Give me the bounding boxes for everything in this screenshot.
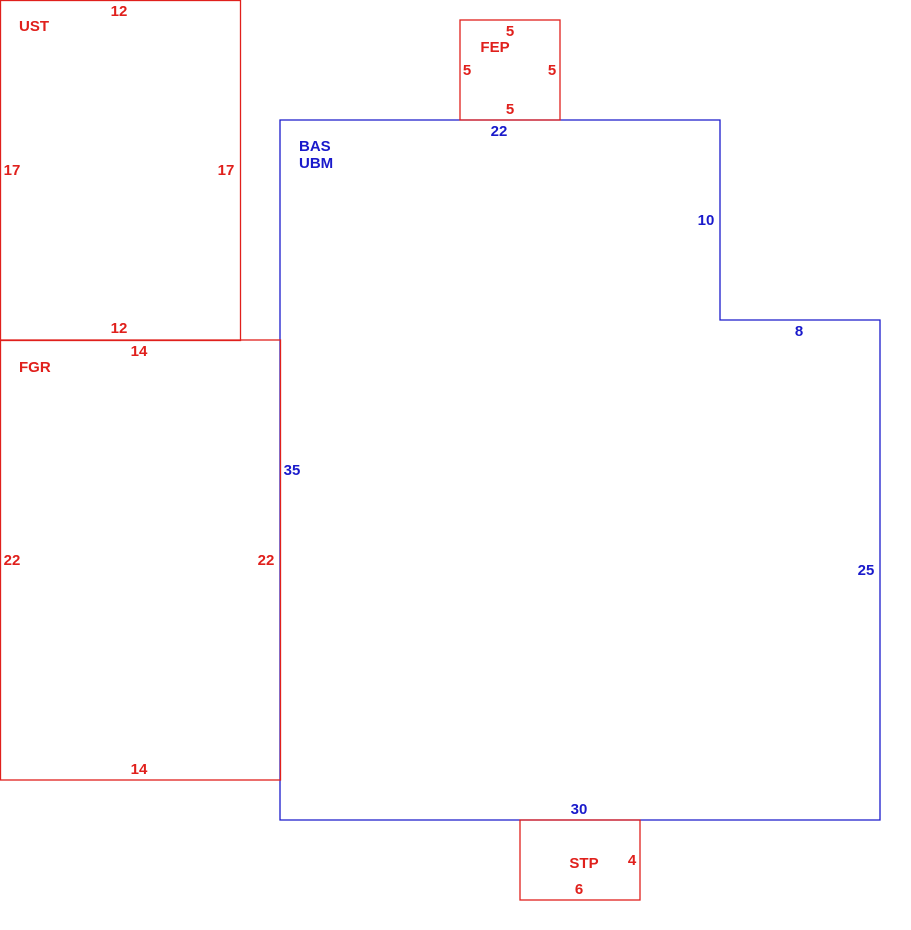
ust-dim-bottom: 12 <box>111 320 128 337</box>
bas-label: BAS <box>299 138 331 155</box>
ubm-label: UBM <box>299 155 333 172</box>
stp-dim-bottom: 6 <box>575 881 583 898</box>
stp-dim-right: 4 <box>628 852 637 869</box>
stp-outline <box>519 819 641 901</box>
fep-dim-top: 5 <box>506 23 514 40</box>
bas-dim-notch: 8 <box>795 323 803 340</box>
ust-outline <box>0 0 242 342</box>
bas-dim-top: 22 <box>491 123 508 140</box>
ust-dim-right: 17 <box>218 162 235 179</box>
bas-dim-left: 35 <box>284 462 301 479</box>
ust-dim-left: 17 <box>4 162 21 179</box>
fgr-dim-left: 22 <box>4 552 21 569</box>
fep-outline <box>459 19 561 121</box>
fgr-dim-right: 22 <box>258 552 275 569</box>
bas-outline <box>279 119 881 821</box>
fep-dim-bottom: 5 <box>506 101 514 118</box>
fgr-dim-bottom: 14 <box>131 761 148 778</box>
fgr-dim-top: 14 <box>131 343 148 360</box>
fep-dim-right: 5 <box>548 62 556 79</box>
bas-dim-bottom: 30 <box>571 801 588 818</box>
fgr-label: FGR <box>19 359 51 376</box>
stp-label: STP <box>569 855 598 872</box>
fep-label: FEP <box>480 39 509 56</box>
fgr-outline <box>0 339 282 781</box>
bas-dim-right: 25 <box>858 562 875 579</box>
bas-dim-upper-right: 10 <box>698 212 715 229</box>
ust-dim-top: 12 <box>111 3 128 20</box>
ust-label: UST <box>19 18 49 35</box>
fep-dim-left: 5 <box>463 62 471 79</box>
